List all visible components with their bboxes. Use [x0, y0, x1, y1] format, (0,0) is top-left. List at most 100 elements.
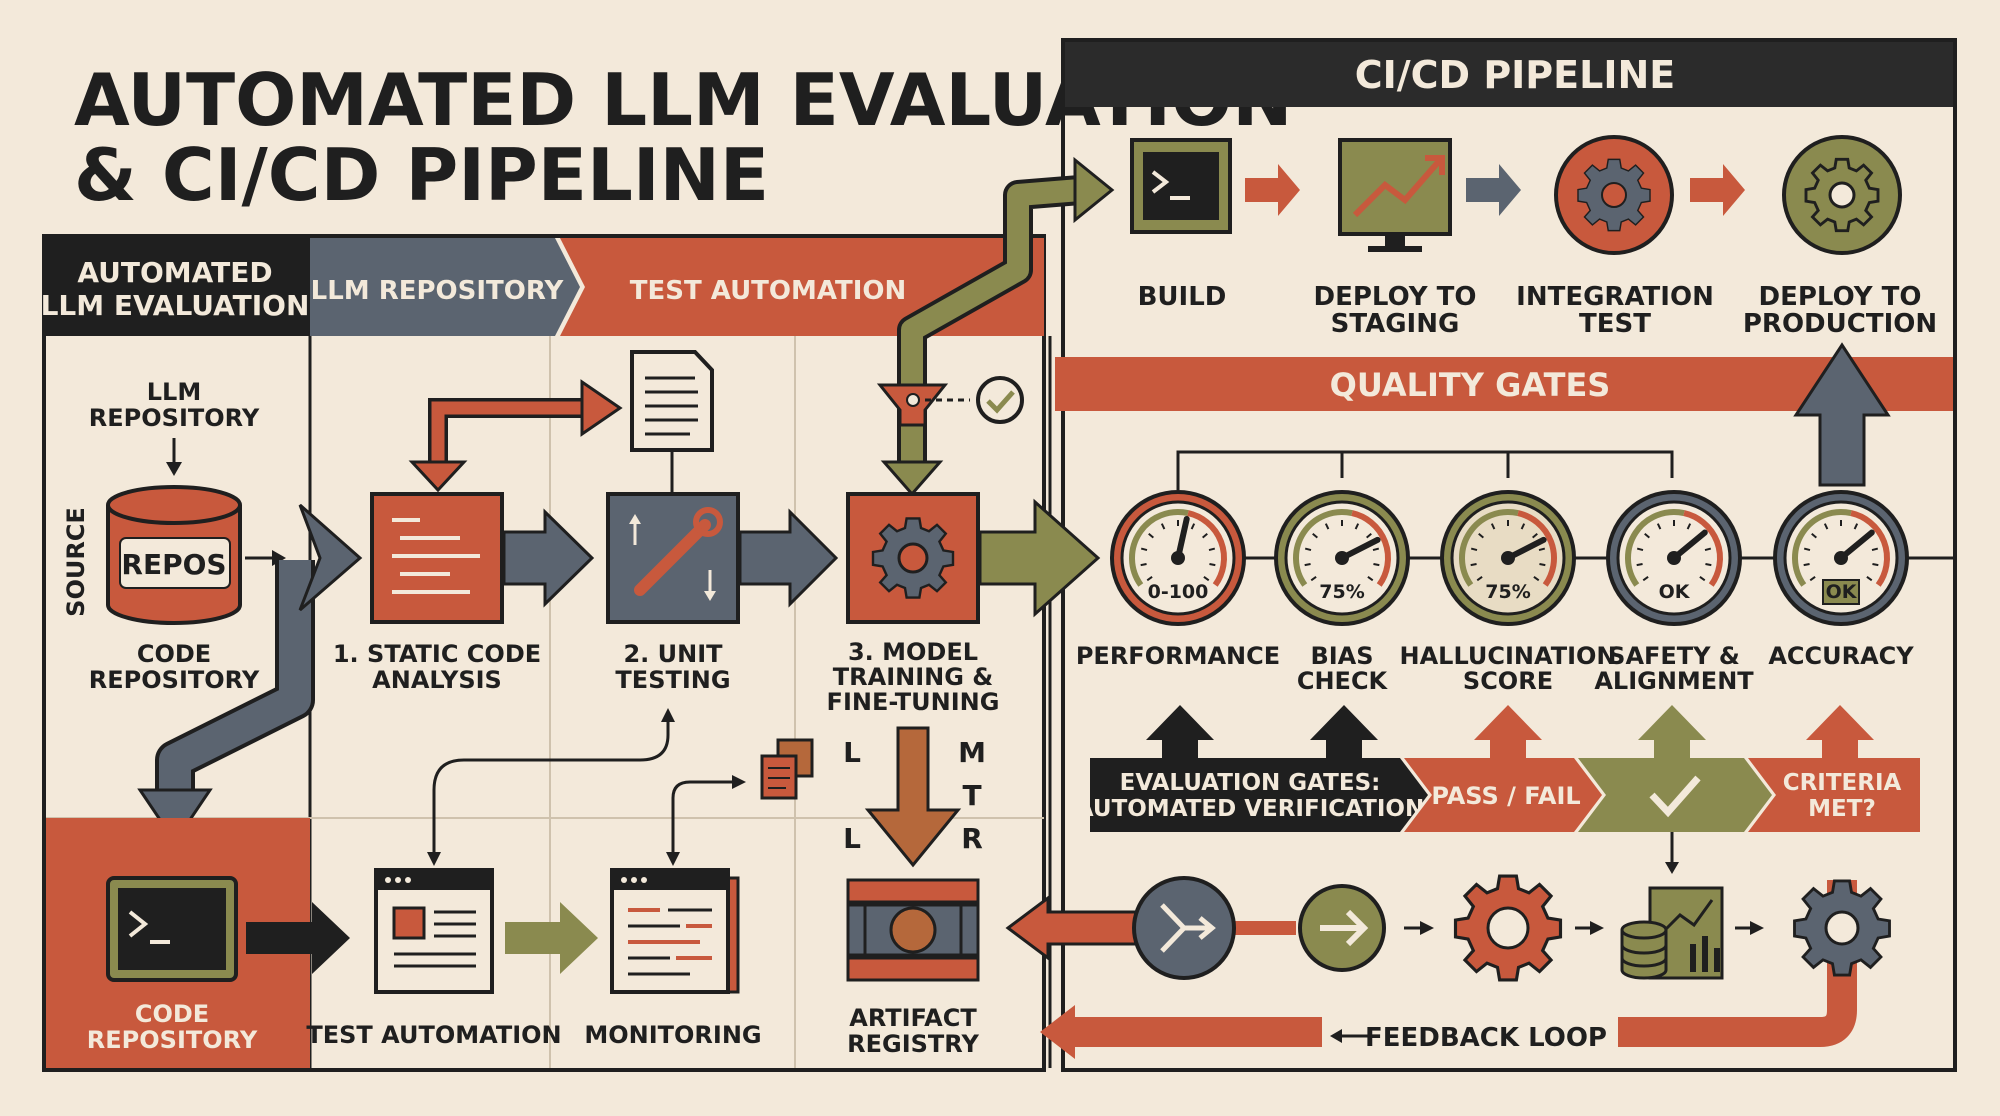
stage-label-integration: INTEGRATION — [1516, 282, 1714, 312]
criteria-met-segment[interactable] — [1748, 758, 1920, 832]
code-repo-bottom-label: REPOSITORY — [87, 1026, 258, 1054]
terminal-icon[interactable] — [106, 876, 238, 982]
integration-test-gear-icon[interactable] — [1554, 135, 1674, 255]
build-icon[interactable] — [1130, 138, 1232, 234]
process-gear-icon[interactable] — [1453, 874, 1563, 982]
gauge-4: OK — [1773, 490, 1909, 626]
gauge-2: 75% — [1440, 490, 1576, 626]
evaluation-gates-label: EVALUATION GATES: — [1120, 770, 1381, 796]
gauge-value: OK — [1826, 581, 1858, 603]
arrow-up-icon — [1474, 705, 1542, 760]
side-letter: M — [958, 736, 986, 769]
step3-label: 3. MODEL — [848, 638, 978, 666]
arrow-down-icon — [137, 788, 213, 845]
tab-llm-repository[interactable] — [310, 238, 580, 336]
pass-fail-label: PASS / FAIL — [1431, 782, 1580, 810]
step1-label: ANALYSIS — [372, 666, 502, 694]
final-gear-icon[interactable] — [1793, 879, 1891, 977]
tab-automated-llm-evaluation[interactable] — [46, 238, 310, 336]
gauge-label-hallucination: SCORE — [1463, 667, 1553, 695]
monitoring-label: MONITORING — [584, 1021, 761, 1049]
stage-label-staging: STAGING — [1331, 309, 1460, 339]
code-repo-bottom-label: CODE — [135, 1000, 209, 1028]
gauge-label-hallucination: HALLUCINATION — [1399, 642, 1616, 670]
arrow-right-icon — [738, 508, 839, 608]
arrow-up-icon — [1806, 705, 1874, 760]
arrow-right-icon — [1073, 156, 1115, 224]
llm-repo-label: LLM — [147, 378, 201, 406]
artifact-label: REGISTRY — [847, 1030, 979, 1058]
page-title-line2: & CI/CD PIPELINE — [74, 133, 769, 217]
source-side-label: SOURCE — [62, 507, 90, 617]
arrow-up-icon — [1638, 705, 1706, 760]
tab-label: AUTOMATED — [77, 256, 272, 289]
cicd-header-text: CI/CD PIPELINE — [1355, 53, 1675, 97]
arrow-right-icon — [978, 498, 1101, 618]
evaluation-gates-label: AUTOMATED VERIFICATION — [1076, 796, 1424, 822]
gauge-group: 0-100 75%75% OK OK — [1110, 490, 1909, 626]
unit-testing-wrench-icon[interactable] — [606, 492, 740, 624]
static-analysis-icon[interactable] — [370, 492, 504, 624]
repos-database-icon[interactable] — [106, 485, 242, 625]
arrow-up-icon — [1793, 342, 1891, 487]
arrow-right-icon — [502, 508, 595, 608]
gauge-value: OK — [1659, 581, 1691, 603]
gauge-0: 0-100 — [1110, 490, 1246, 626]
merge-icon[interactable] — [1132, 876, 1236, 980]
checkmark-icon — [1649, 775, 1701, 818]
side-letter: L — [843, 822, 861, 855]
data-report-icon[interactable] — [1620, 886, 1724, 980]
step2-label: TESTING — [615, 666, 730, 694]
filter-check-icon — [876, 376, 1024, 427]
arrow-up-icon — [1146, 705, 1214, 760]
arrow-right-icon — [505, 902, 598, 974]
stage-label-production: PRODUCTION — [1743, 309, 1937, 339]
cicd-header — [1065, 42, 1953, 107]
gauge-label-safety: SAFETY & — [1608, 642, 1740, 670]
feedback-loop-label: FEEDBACK LOOP — [1365, 1023, 1607, 1053]
code-repo-label: CODE — [137, 640, 211, 668]
pass-fail-segment[interactable] — [1404, 758, 1602, 832]
criteria-label: MET? — [1808, 796, 1876, 822]
arrow-down-icon — [880, 460, 944, 497]
arrow-right-icon — [1690, 164, 1745, 216]
deploy-staging-icon[interactable] — [1338, 138, 1452, 252]
stage-label-staging: DEPLOY TO — [1314, 282, 1477, 312]
stage-label-production: DEPLOY TO — [1759, 282, 1922, 312]
stage-label-build: BUILD — [1138, 282, 1227, 312]
document-icon — [630, 350, 714, 452]
clipboard-icon — [760, 738, 814, 800]
criteria-label: CRITERIA — [1783, 770, 1902, 796]
check-segment[interactable] — [1578, 758, 1772, 832]
gauge-label-accuracy: ACCURACY — [1768, 642, 1914, 670]
side-letter: T — [962, 779, 981, 812]
repos-label: REPOS — [121, 548, 226, 581]
step3-label: FINE-TUNING — [827, 688, 1000, 716]
left-panel-frame — [42, 234, 1046, 1072]
step3-label: TRAINING & — [833, 663, 993, 691]
side-letter: L — [843, 736, 861, 769]
deploy-production-gear-icon[interactable] — [1782, 135, 1902, 255]
gauge-label-bias: CHECK — [1297, 667, 1389, 695]
arrow-left-icon — [1005, 895, 1142, 961]
gauge-value: 0-100 — [1148, 581, 1209, 603]
stage-label-integration: TEST — [1579, 309, 1651, 339]
monitoring-window-icon[interactable] — [610, 868, 740, 994]
evaluation-gates-segment — [1090, 758, 1428, 832]
test-automation-window-icon[interactable] — [374, 868, 494, 994]
arrow-right-icon — [580, 379, 623, 437]
arrow-left-icon — [1040, 1005, 1075, 1059]
gauge-1: 75% — [1274, 490, 1410, 626]
llm-repo-label: REPOSITORY — [89, 404, 260, 432]
forward-arrow-icon[interactable] — [1298, 884, 1386, 972]
side-letter: R — [961, 822, 983, 855]
gauge-label-safety: ALIGNMENT — [1594, 667, 1754, 695]
tab-label: TEST AUTOMATION — [630, 276, 907, 306]
step1-label: 1. STATIC CODE — [333, 640, 541, 668]
model-training-gear-icon[interactable] — [846, 492, 980, 624]
arrow-right-icon — [1245, 164, 1300, 216]
artifact-registry-icon[interactable] — [846, 878, 980, 982]
artifact-label: ARTIFACT — [849, 1004, 977, 1032]
quality-gates-label: QUALITY GATES — [1330, 366, 1611, 404]
